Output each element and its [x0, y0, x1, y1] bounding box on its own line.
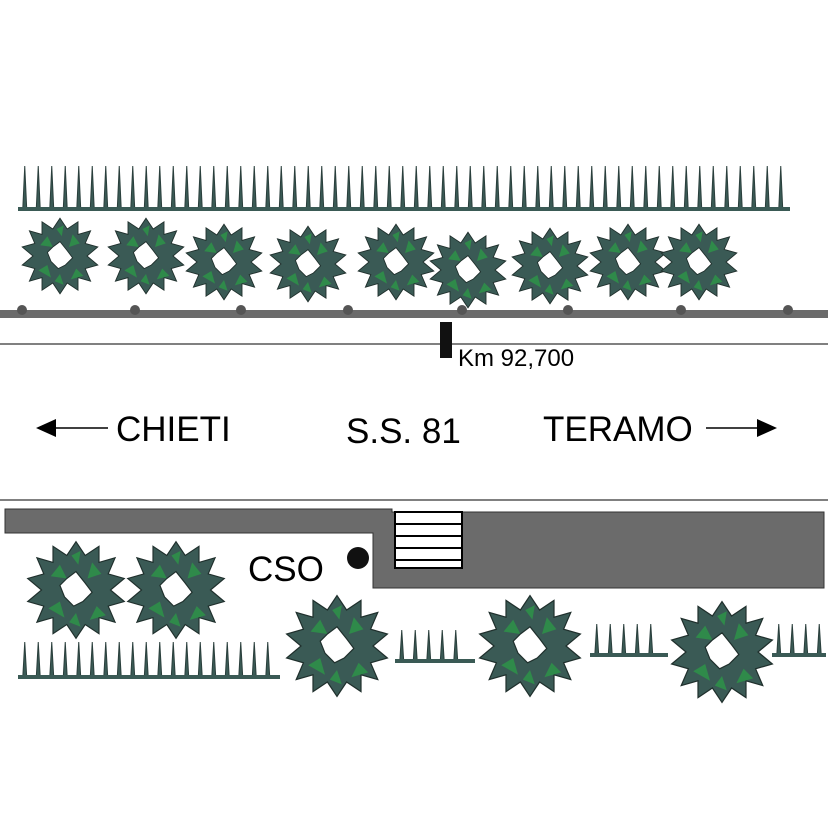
right-arrow-icon [706, 419, 777, 437]
road-name-label: S.S. 81 [346, 412, 461, 451]
km-post-icon [440, 322, 452, 358]
shrub-icon [660, 223, 738, 301]
shrub-row-top [21, 217, 738, 309]
shrub-icon [589, 223, 667, 301]
shrub-icon [269, 225, 347, 303]
grass-spikes [18, 641, 280, 679]
station-code-label: CSO [248, 550, 324, 589]
shrub-icon [511, 227, 589, 305]
grass-base [18, 675, 280, 679]
shrub-icon [27, 541, 125, 639]
grass-base [772, 653, 826, 657]
grass-base [18, 207, 790, 211]
grass-base [590, 653, 668, 657]
grass-spikes [772, 623, 826, 657]
shrub-icon [107, 217, 185, 295]
shrub-icon [185, 223, 263, 301]
edge-post [457, 305, 467, 315]
left-destination-label: CHIETI [116, 410, 231, 449]
grass-band-bottom [18, 623, 826, 679]
right-destination-label: TERAMO [543, 410, 693, 449]
edge-post [130, 305, 140, 315]
shrub-icon [286, 594, 388, 698]
shrub-icon [670, 600, 774, 704]
crosswalk [394, 511, 463, 569]
station-dot-icon [347, 547, 369, 569]
grass-band-top [18, 165, 790, 211]
km-marker-label: Km 92,700 [458, 345, 574, 372]
edge-post [236, 305, 246, 315]
shrub-icon [479, 594, 582, 698]
edge-post [343, 305, 353, 315]
edge-post [676, 305, 686, 315]
grass-spikes [590, 623, 668, 657]
road-edge-top [0, 310, 828, 318]
left-arrow-icon [36, 419, 108, 437]
shrub-icon [429, 231, 507, 309]
shrub-icon [127, 541, 225, 639]
edge-post [17, 305, 27, 315]
edge-post [563, 305, 573, 315]
grass-spikes [395, 629, 475, 663]
shrub-icon [357, 223, 435, 301]
shrub-icon [21, 217, 99, 295]
edge-posts [17, 305, 793, 315]
grass-spikes [18, 165, 790, 211]
edge-post [783, 305, 793, 315]
grass-base [395, 659, 475, 663]
